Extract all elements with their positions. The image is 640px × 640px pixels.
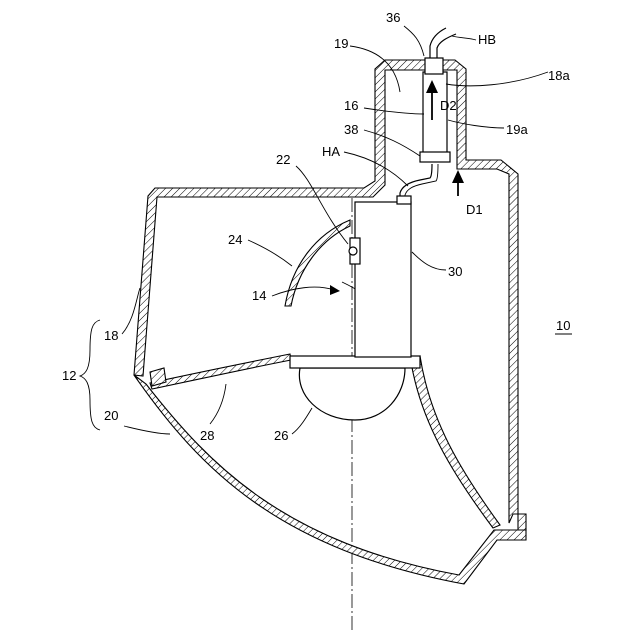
label-28: 28 xyxy=(200,428,214,443)
label-22: 22 xyxy=(276,152,290,167)
label-19a: 19a xyxy=(506,122,528,137)
leader-30 xyxy=(412,252,446,270)
bracket-12 xyxy=(80,320,100,430)
label-14: 14 xyxy=(252,288,266,303)
label-20: 20 xyxy=(104,408,118,423)
harness-b-wire-inner xyxy=(437,34,456,58)
label-ha: HA xyxy=(322,144,340,159)
reflector xyxy=(285,220,350,306)
label-d1: D1 xyxy=(466,202,483,217)
cable-16 xyxy=(423,72,447,160)
heat-sink xyxy=(355,202,411,357)
leader-16 xyxy=(364,108,424,114)
leader-19a xyxy=(448,120,504,128)
lens-holder xyxy=(290,356,420,368)
label-30: 30 xyxy=(448,264,462,279)
lower-shade xyxy=(411,356,500,528)
leader-36 xyxy=(404,26,424,56)
harness-a-cable-inner xyxy=(405,164,438,200)
label-26: 26 xyxy=(274,428,288,443)
leader-14 xyxy=(272,287,334,296)
projection-lens xyxy=(299,368,405,420)
extension xyxy=(150,354,291,389)
leader-38 xyxy=(364,130,420,156)
cable-sleeve xyxy=(425,58,443,74)
leader-28 xyxy=(210,384,226,424)
label-18a: 18a xyxy=(548,68,570,83)
label-12: 12 xyxy=(62,368,76,383)
label-18: 18 xyxy=(104,328,118,343)
leader-20 xyxy=(124,426,170,434)
d1-arrow-head xyxy=(452,170,464,183)
leader-26 xyxy=(292,408,312,434)
label-36: 36 xyxy=(386,10,400,25)
label-fig-number: 10 xyxy=(556,318,570,333)
grommet xyxy=(420,152,450,162)
leader-hb xyxy=(452,36,476,40)
leader-24 xyxy=(248,240,292,266)
leader-22 xyxy=(296,166,348,244)
label-hb: HB xyxy=(478,32,496,47)
light-source-chip xyxy=(349,247,357,255)
label-38: 38 xyxy=(344,122,358,137)
label-24: 24 xyxy=(228,232,242,247)
harness-b-wire xyxy=(430,28,446,58)
label-d2: D2 xyxy=(440,98,457,113)
label-19: 19 xyxy=(334,36,348,51)
label-16: 16 xyxy=(344,98,358,113)
leader-14-head xyxy=(330,285,340,295)
cable-connector-block xyxy=(397,196,411,204)
